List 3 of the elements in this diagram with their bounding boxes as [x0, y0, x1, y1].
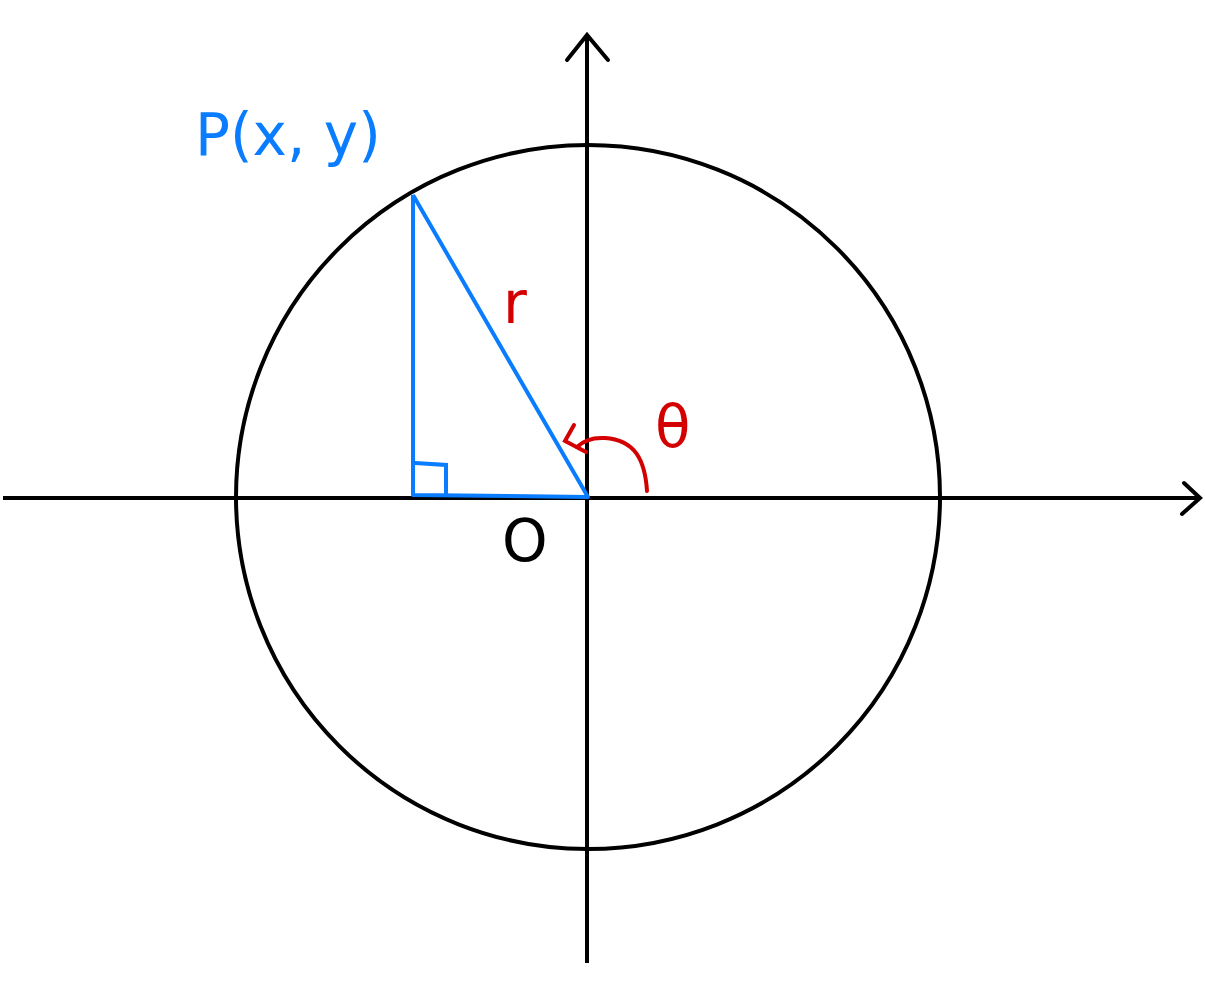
radius-label: r — [503, 274, 527, 332]
angle-label: θ — [655, 398, 691, 456]
origin-label: O — [502, 512, 548, 570]
